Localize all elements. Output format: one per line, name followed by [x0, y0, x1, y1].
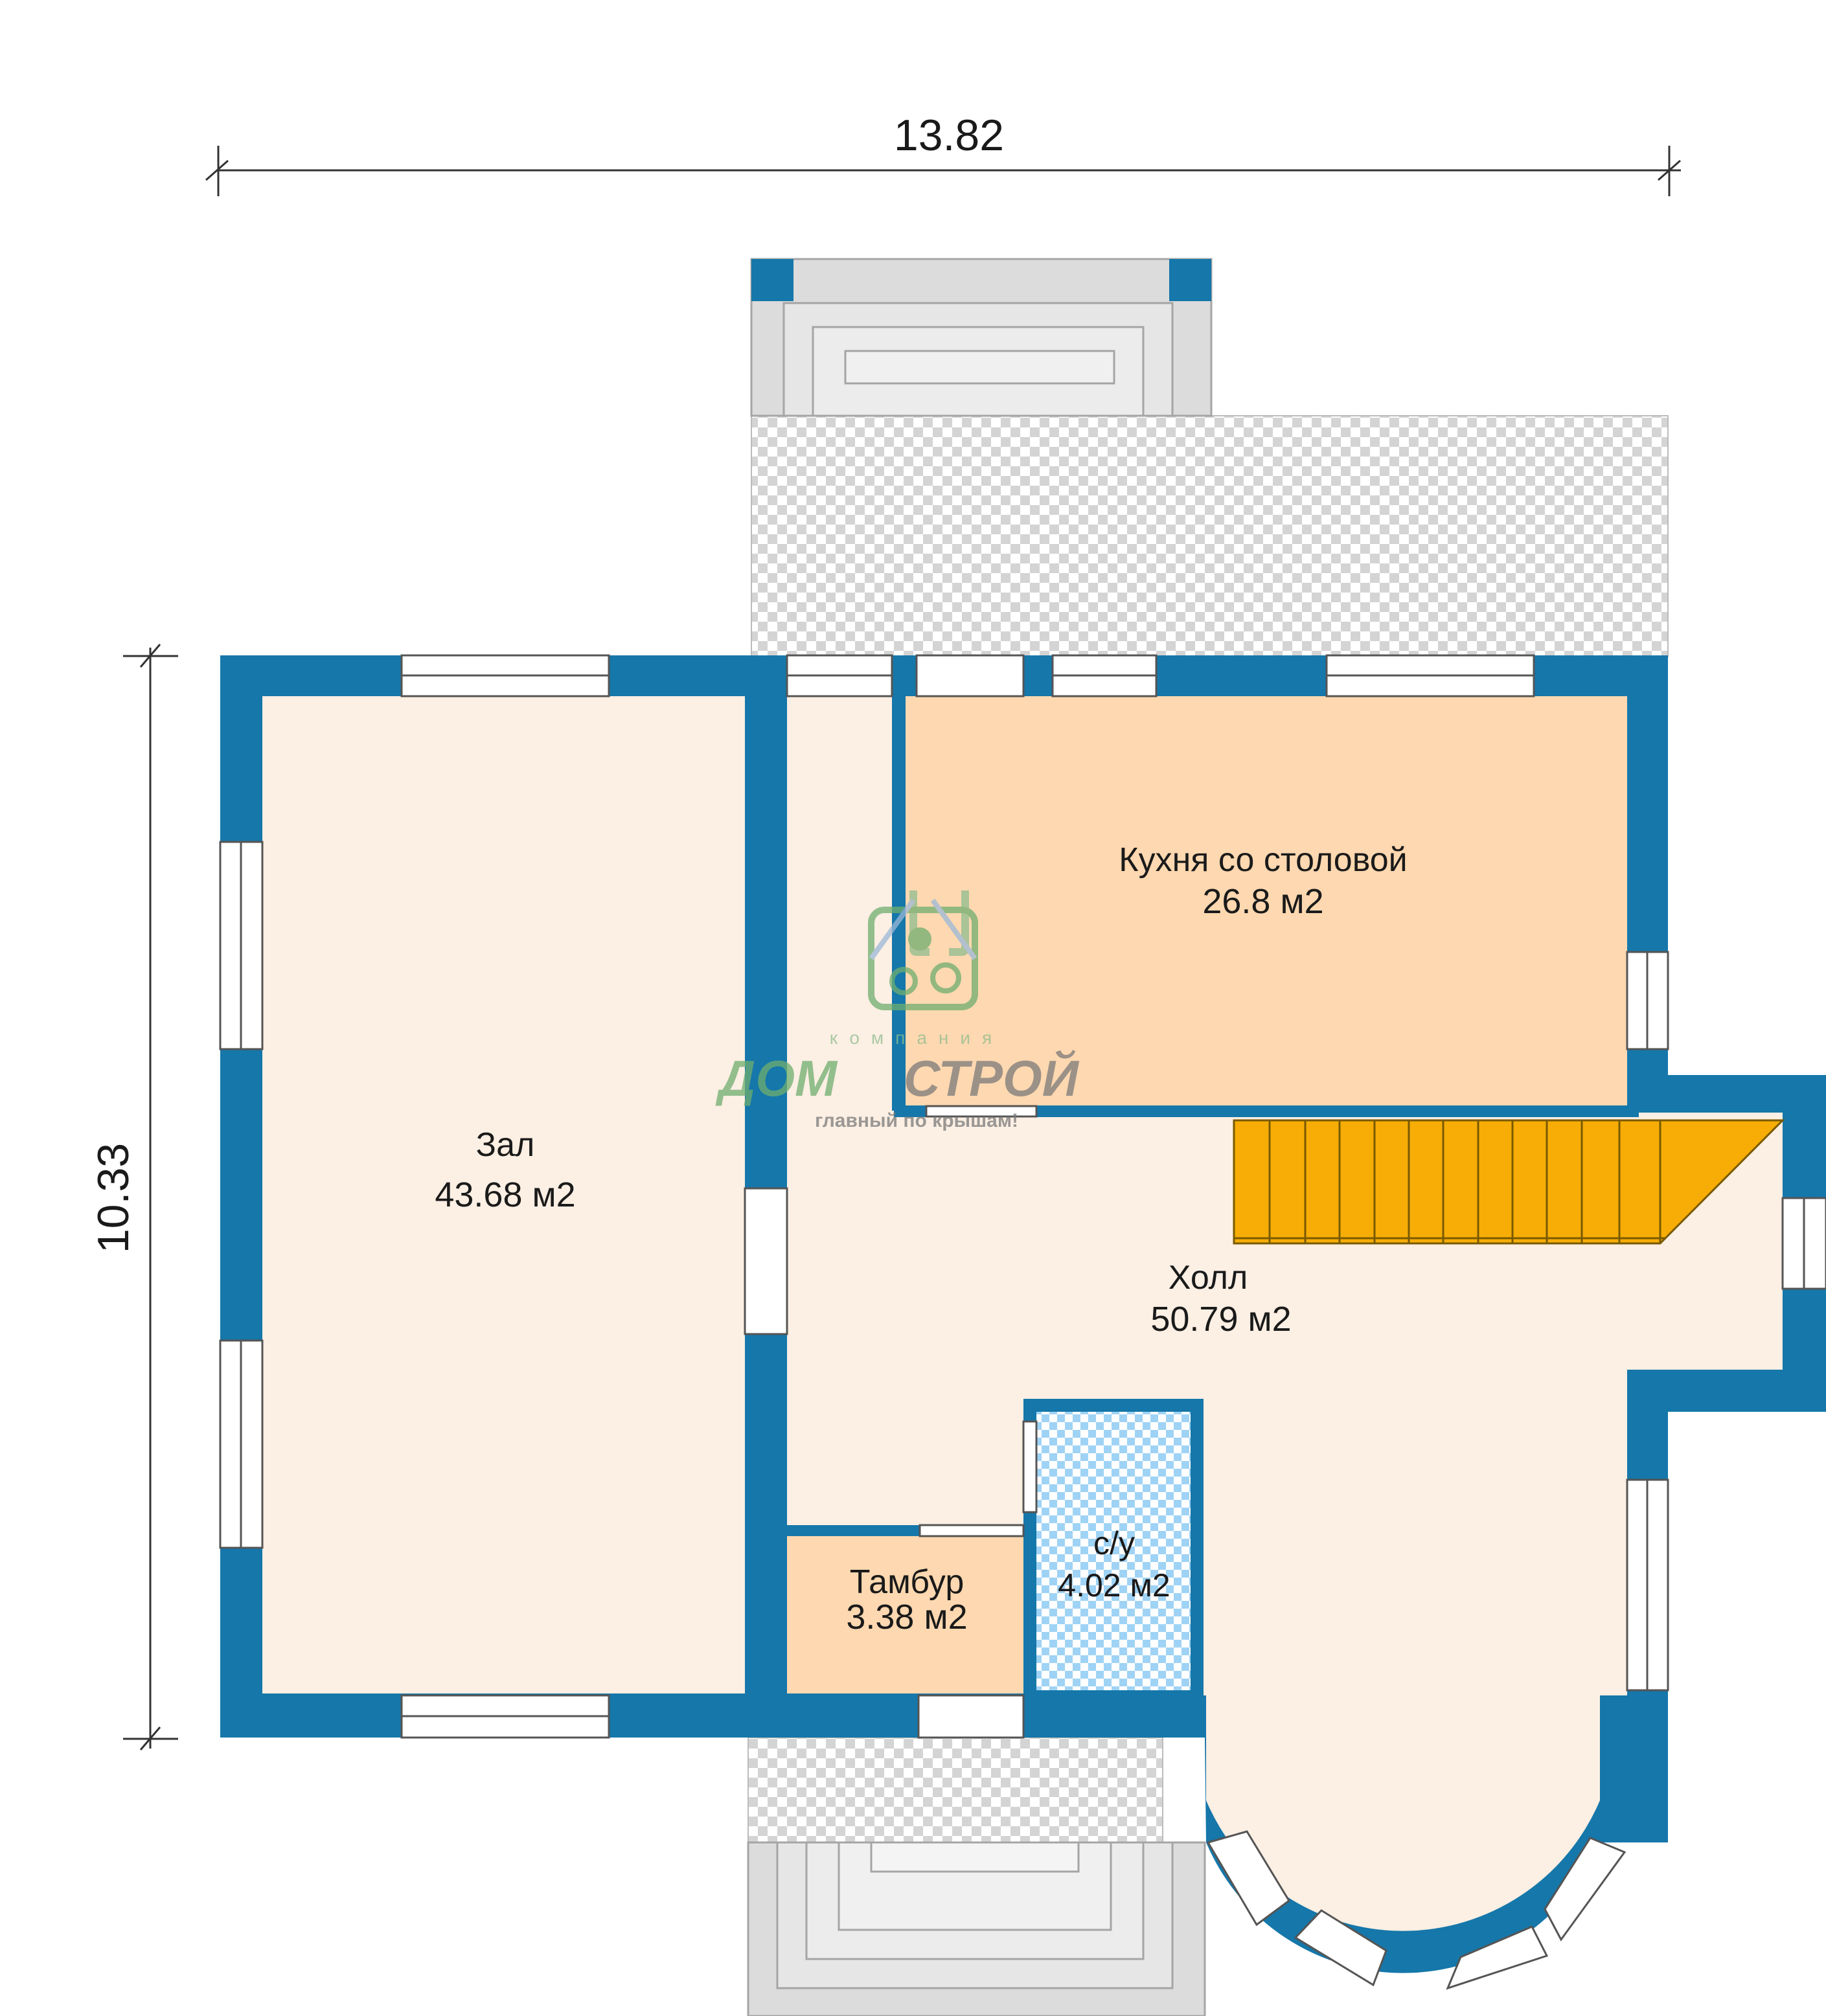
zal-area: 43.68 м2 [435, 1175, 575, 1214]
room-kitchen [906, 696, 1627, 1105]
company-logo: компания ДОМ СТРОЙ главный по крышам! [715, 890, 1080, 1131]
kitchen-name: Кухня со столовой [1119, 841, 1407, 879]
logo-tagline: главный по крышам! [815, 1110, 1018, 1131]
windows [219, 654, 1826, 1739]
zal-name: Зал [476, 1126, 535, 1164]
room-zal [262, 696, 745, 1693]
lower-porch-steps [747, 1841, 1206, 2016]
logo-emblem-icon [868, 890, 978, 1010]
room-wc [1036, 1412, 1191, 1690]
logo-brand-left: ДОМ [715, 1050, 838, 1107]
tambur-area: 3.38 м2 [846, 1598, 967, 1637]
bottom-wall-segment [1023, 1695, 1206, 1738]
tambur-name: Тамбур [850, 1563, 964, 1601]
kitchen-bottom-wall [894, 1105, 1639, 1117]
upper-terrace [751, 415, 1669, 657]
kitchen-area: 26.8 м2 [1202, 882, 1323, 921]
upper-porch-steps [750, 258, 1213, 417]
width-dimension [205, 146, 1681, 196]
kitchen-partition [894, 655, 906, 1116]
room-hall [787, 1111, 1783, 1931]
logo-brand-right: СТРОЙ [904, 1050, 1080, 1107]
lower-terrace [748, 1737, 1163, 1843]
logo-kicker: компания [830, 1028, 1003, 1048]
wc-area: 4.02 м2 [1058, 1567, 1170, 1603]
height-dimension [123, 644, 178, 1750]
hall-area: 50.79 м2 [1150, 1300, 1291, 1339]
corridor [787, 696, 892, 1111]
wc-name: с/у [1093, 1525, 1135, 1561]
height-dimension-label: 10.33 [89, 1143, 138, 1253]
bay-windows [1206, 1830, 1626, 1990]
width-dimension-label: 13.82 [894, 111, 1004, 160]
hall-name: Холл [1169, 1259, 1248, 1297]
room-tambur [787, 1536, 1023, 1693]
staircase [1233, 1119, 1785, 1245]
